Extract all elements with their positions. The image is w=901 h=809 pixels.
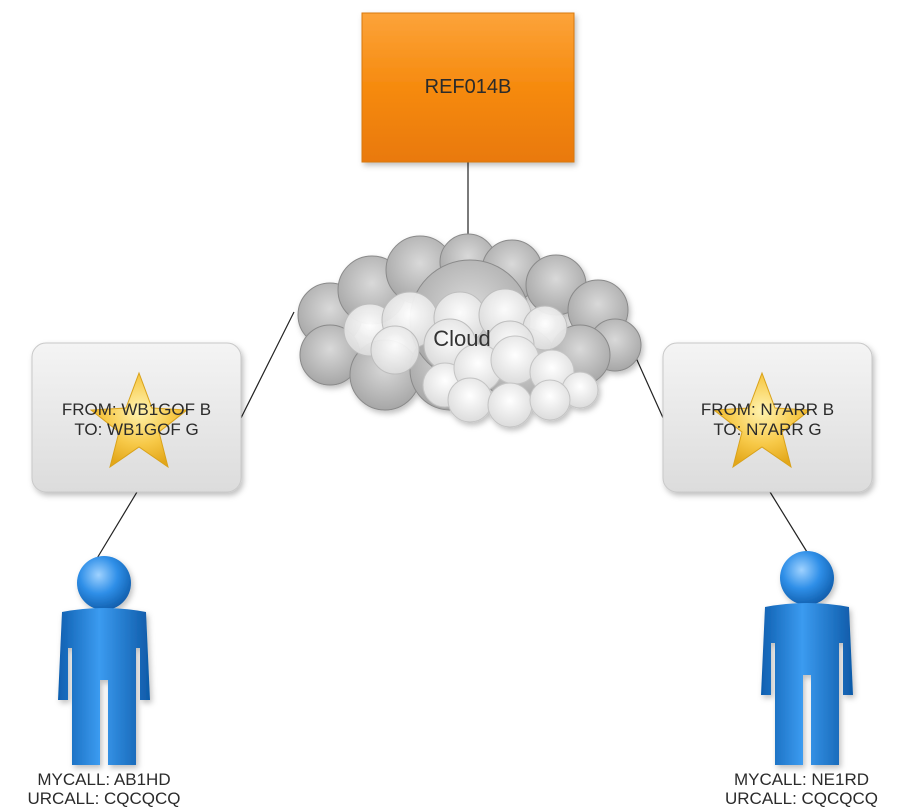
repeater-right-to: TO: N7ARR G — [713, 420, 822, 439]
repeater-left-from: FROM: WB1GOF B — [61, 400, 212, 419]
repeater-left-to: TO: WB1GOF G — [74, 420, 199, 439]
link-cloud-left-repeater — [239, 311, 295, 421]
cloud-icon — [297, 233, 642, 428]
server-box — [361, 12, 575, 163]
user-right-mycall: MYCALL: NE1RD — [733, 770, 870, 789]
link-left-repeater-user — [95, 491, 138, 561]
link-right-repeater-user — [769, 491, 808, 553]
cloud-label: Cloud — [433, 326, 491, 351]
star-icon — [89, 371, 189, 469]
star-icon — [712, 371, 812, 469]
user-left-urcall: URCALL: CQCQCQ — [27, 789, 181, 808]
person-icon — [58, 556, 150, 765]
server-label: REF014B — [424, 76, 512, 98]
user-right-urcall: URCALL: CQCQCQ — [724, 789, 879, 808]
user-left-mycall: MYCALL: AB1HD — [37, 770, 171, 789]
person-icon — [761, 551, 853, 765]
repeater-right-from: FROM: N7ARR B — [700, 400, 835, 419]
